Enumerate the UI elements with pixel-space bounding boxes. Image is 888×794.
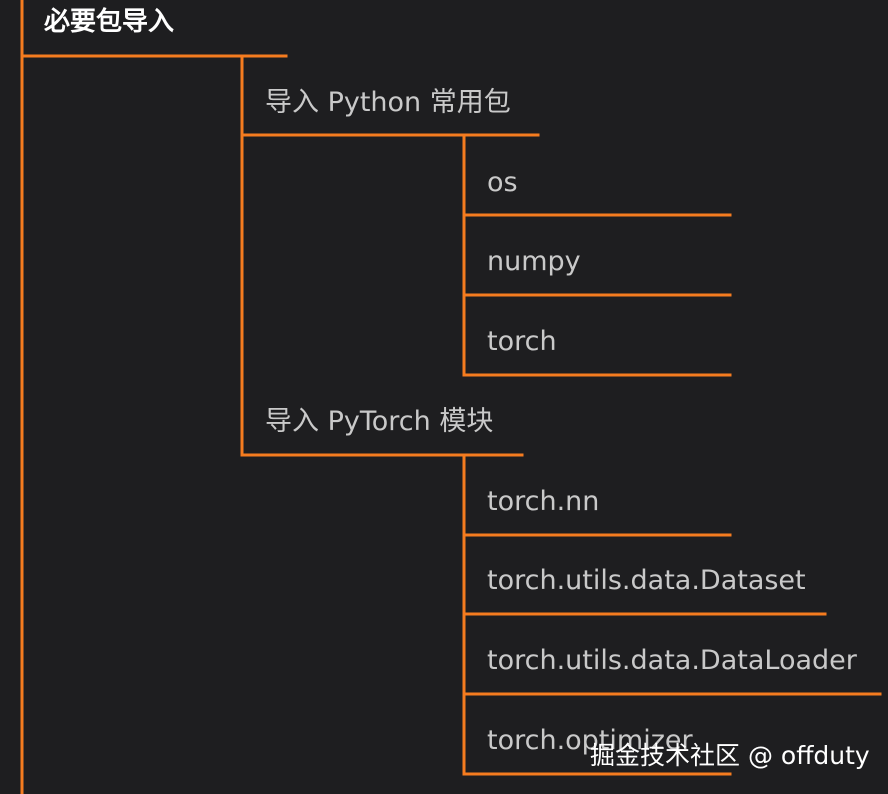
node-torch-optimizer: torch.optimizer <box>487 725 693 756</box>
node-numpy: numpy <box>487 246 581 277</box>
node-python-common-packages: 导入 Python 常用包 <box>265 87 511 118</box>
node-torch-utils-data-dataloader: torch.utils.data.DataLoader <box>487 645 857 676</box>
node-os: os <box>487 167 518 198</box>
node-torch: torch <box>487 326 557 357</box>
watermark-text: 掘金技术社区 @ offduty <box>590 741 870 770</box>
node-torch-nn: torch.nn <box>487 486 600 517</box>
node-torch-utils-data-dataset: torch.utils.data.Dataset <box>487 565 806 596</box>
node-root: 必要包导入 <box>44 7 175 37</box>
node-pytorch-modules: 导入 PyTorch 模块 <box>265 406 494 437</box>
